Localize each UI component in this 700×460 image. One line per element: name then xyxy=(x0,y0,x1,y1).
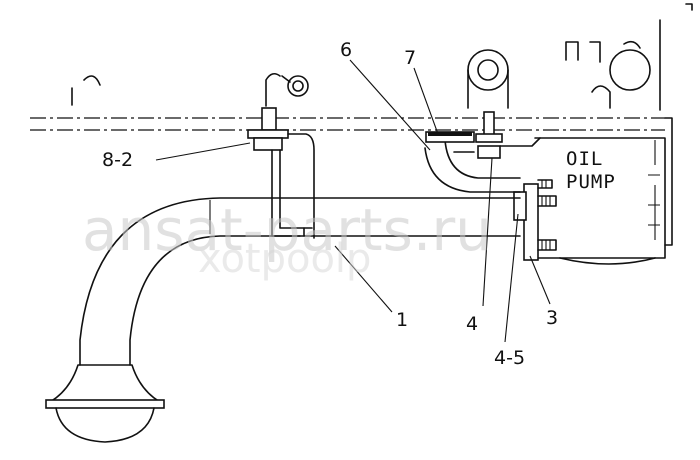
oil-strainer xyxy=(45,364,165,443)
callout-8-2: 8-2 xyxy=(102,149,133,171)
background-brackets xyxy=(71,3,693,111)
oil-pump-label-line2: PUMP xyxy=(566,171,616,193)
callout-3: 3 xyxy=(546,307,558,329)
callout-7: 7 xyxy=(404,47,416,69)
centerlines xyxy=(30,117,665,131)
oil-pump-label-line1: OIL xyxy=(566,148,603,170)
callout-6: 6 xyxy=(340,39,352,61)
watermark-secondary: xotpoolp xyxy=(198,236,371,282)
upper-bracket xyxy=(424,111,541,193)
pump-flange xyxy=(513,179,557,261)
callout-4-5: 4-5 xyxy=(494,347,525,369)
oil-pump-housing xyxy=(534,117,673,265)
callout-1: 1 xyxy=(396,309,408,331)
suction-pipe xyxy=(79,197,521,366)
watermark-main: ansat-parts.ru xyxy=(82,196,492,264)
support-bracket xyxy=(247,107,315,239)
leader-lines xyxy=(155,59,551,343)
callout-4: 4 xyxy=(466,313,478,335)
